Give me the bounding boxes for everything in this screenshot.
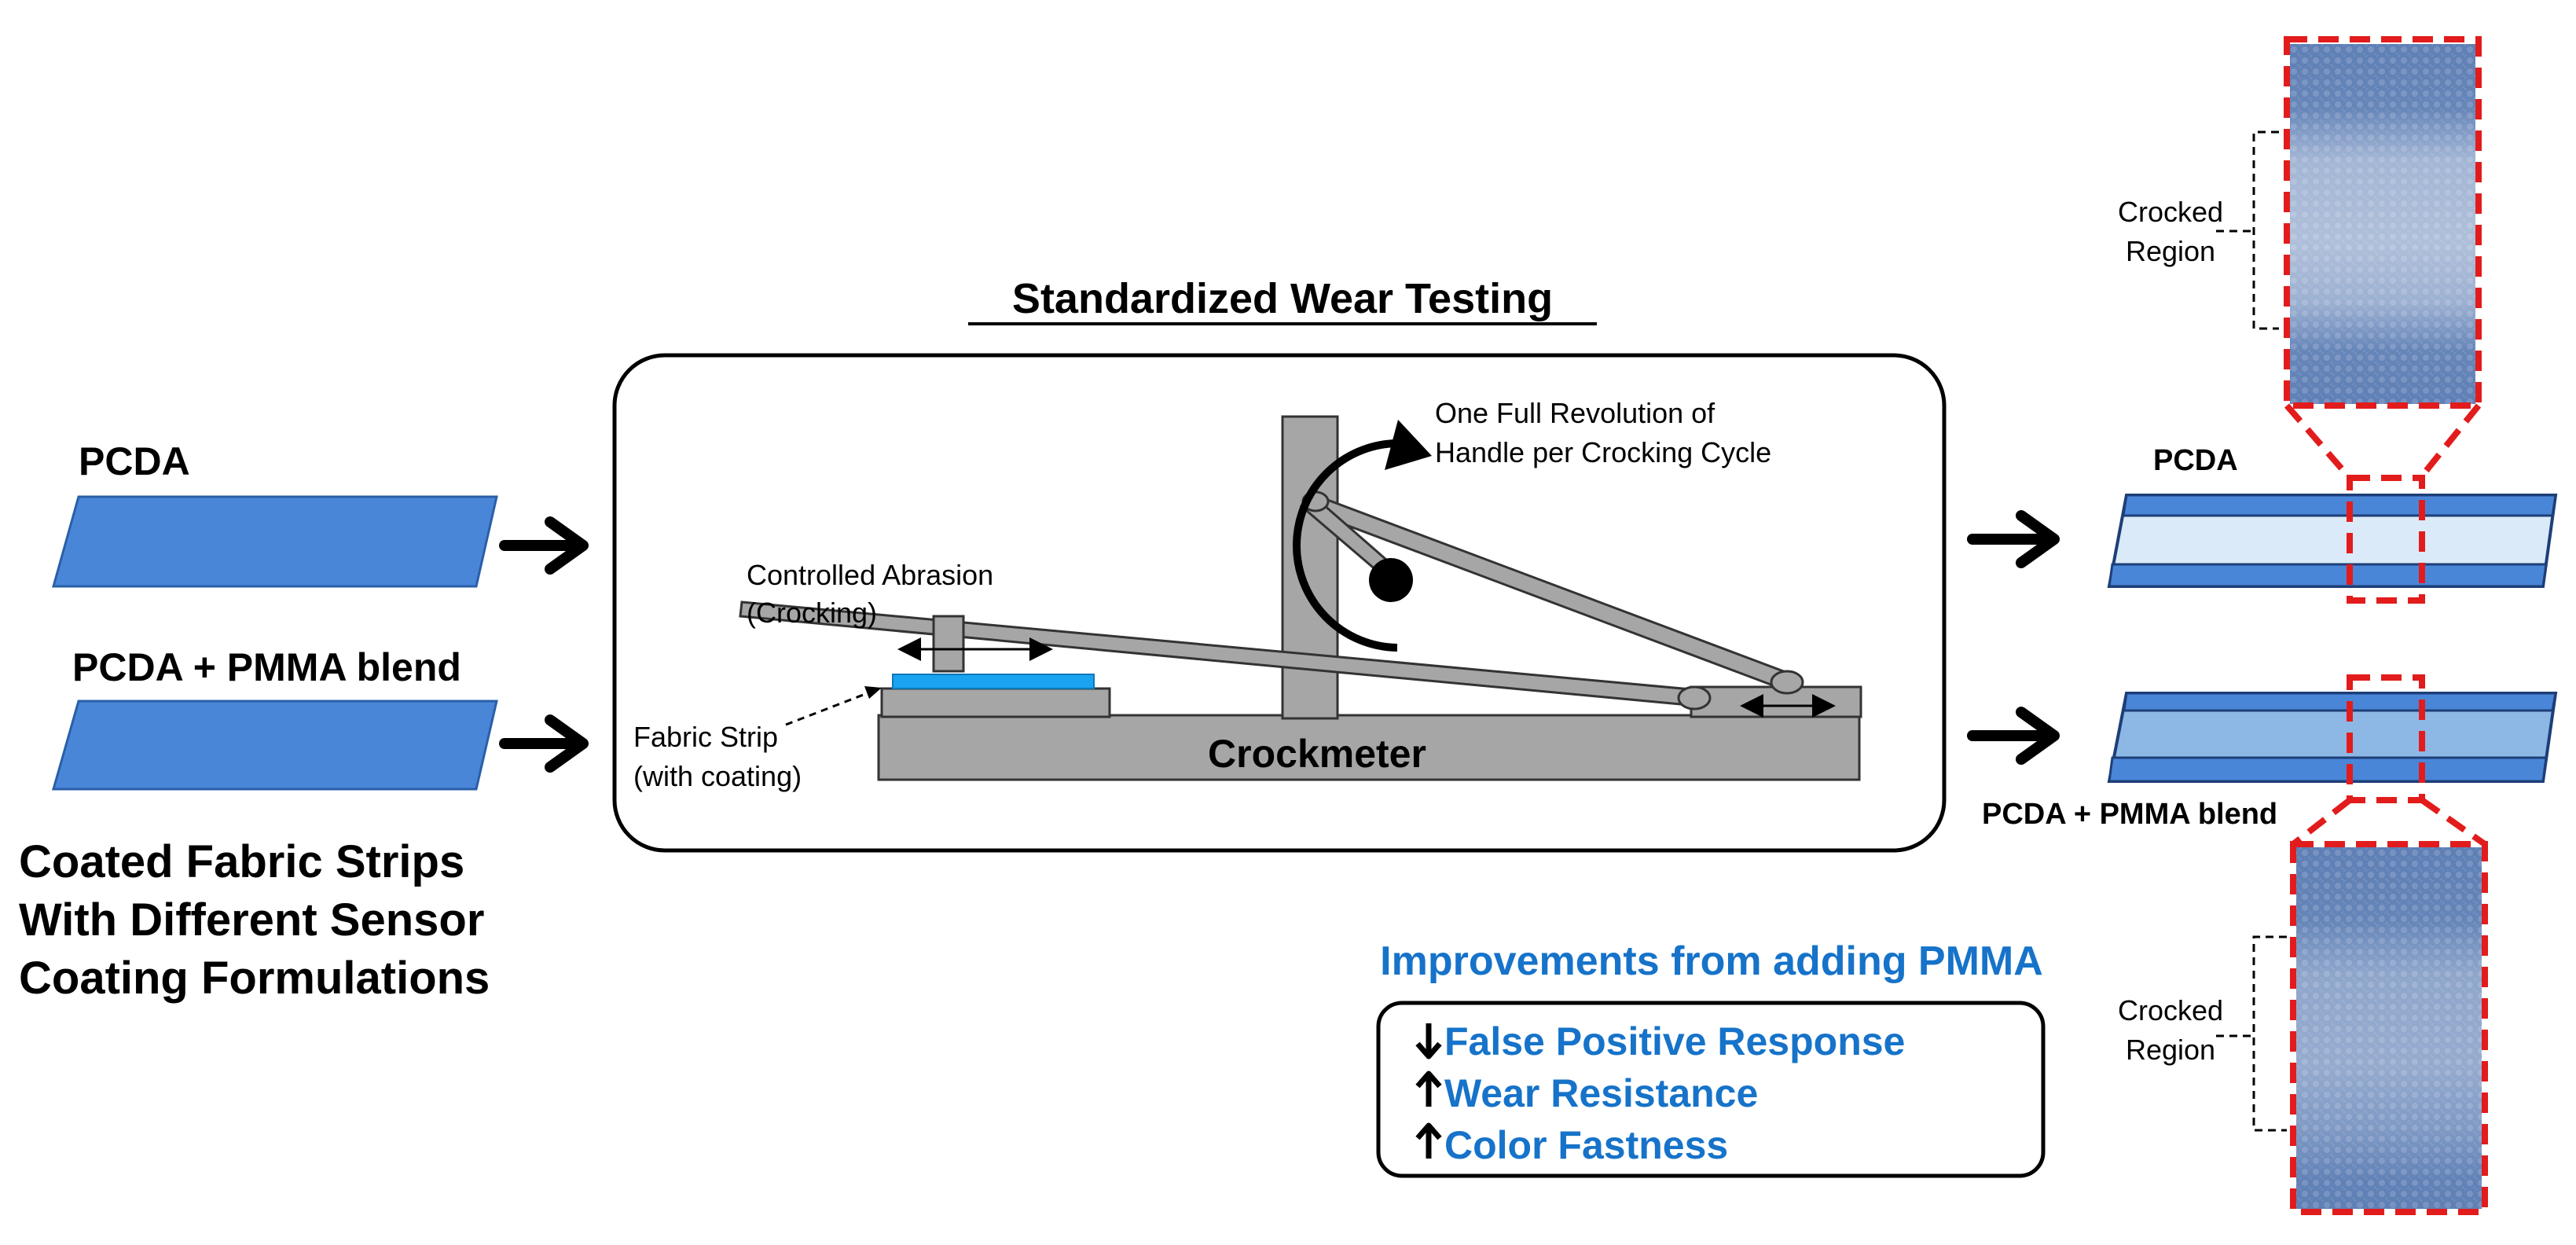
up-arrow-icon — [1415, 1122, 1442, 1159]
crocked-bracket-bottom — [2216, 935, 2287, 1132]
crocked-photo-bottom — [2296, 847, 2482, 1209]
fabric-label: Fabric Strip (with coating) — [633, 721, 802, 792]
up-arrow-icon — [1415, 1071, 1442, 1107]
fabric-pointer — [785, 686, 882, 726]
output-pcda-label: PCDA — [2153, 444, 2238, 477]
right-arrow-icon — [499, 714, 589, 773]
label-line: One Full Revolution of — [1435, 397, 1715, 429]
right-arrow-icon — [499, 516, 589, 575]
magnify-outline-top — [2284, 36, 2482, 604]
pivot-joint — [1770, 670, 1804, 695]
revolution-label: One Full Revolution of Handle per Crocki… — [1435, 397, 1771, 468]
crocked-label-line: Region — [2126, 235, 2215, 267]
label-line: (with coating) — [633, 760, 802, 792]
down-arrow-icon — [1415, 1023, 1442, 1060]
coated-fabric-strip — [892, 674, 1095, 689]
crocked-label-line: Crocked — [2118, 196, 2223, 228]
rubbing-finger — [932, 615, 965, 673]
label-line: Controlled Abrasion — [747, 559, 993, 591]
handle-knob — [1369, 558, 1413, 602]
improvement-item: False Positive Response — [1444, 1019, 1905, 1063]
crockmeter-label: Crockmeter — [1208, 732, 1426, 776]
input-pcda-label: PCDA — [79, 439, 190, 483]
pivot-joint — [1677, 685, 1712, 711]
input-blend-label: PCDA + PMMA blend — [72, 645, 461, 689]
right-arrow-icon — [1967, 707, 2060, 765]
output-pcda-strip — [2107, 494, 2558, 588]
caption-line: Coating Formulations — [19, 953, 490, 1004]
magnify-outline-bottom — [2290, 674, 2488, 1215]
output-blend-strip — [2107, 692, 2558, 783]
label-line: Fabric Strip — [633, 721, 778, 753]
crockmeter-base — [877, 714, 1861, 781]
crocked-label-line: Region — [2126, 1034, 2215, 1066]
rotation-arrow-icon — [1293, 420, 1432, 652]
input-caption: Coated Fabric Strips With Different Sens… — [19, 836, 490, 1004]
crocked-label-line: Crocked — [2118, 994, 2223, 1026]
sample-platform — [880, 687, 1111, 718]
crocked-photo-top — [2290, 44, 2475, 404]
crockmeter-post — [1281, 415, 1339, 720]
improvement-item: Color Fastness — [1444, 1123, 1728, 1167]
crocked-bracket-top — [2216, 130, 2279, 330]
caption-line: Coated Fabric Strips — [19, 836, 464, 887]
abrasion-label: Controlled Abrasion (Crocking) — [747, 559, 993, 629]
input-blend-strip — [52, 700, 498, 791]
right-arrow-icon — [1967, 510, 2060, 568]
page-title: Standardized Wear Testing — [1012, 275, 1553, 322]
improvements-heading: Improvements from adding PMMA — [1380, 938, 2043, 984]
caption-line: With Different Sensor — [19, 894, 484, 946]
output-blend-label: PCDA + PMMA blend — [1982, 798, 2277, 831]
improvement-item: Wear Resistance — [1444, 1071, 1758, 1115]
label-line: Handle per Crocking Cycle — [1435, 436, 1771, 468]
input-pcda-strip — [52, 495, 498, 588]
improvements-box — [1376, 1001, 2046, 1178]
label-line: (Crocking) — [747, 597, 877, 629]
